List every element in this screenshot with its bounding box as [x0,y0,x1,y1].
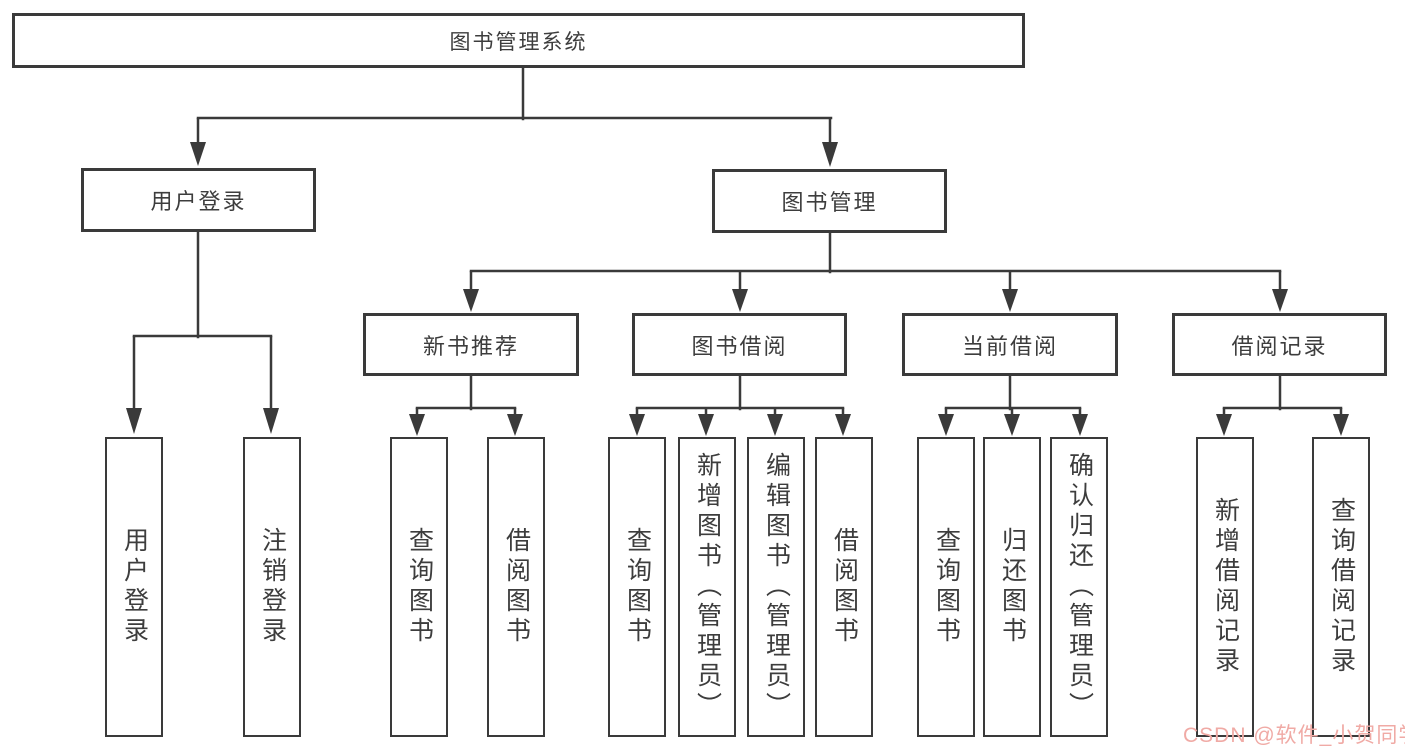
leaf-confirm-return-admin-label: 确认归还（管理员） [1065,452,1094,722]
node-book-management: 图书管理 [712,169,947,233]
node-root: 图书管理系统 [12,13,1025,68]
node-book-borrow-label: 图书借阅 [691,333,788,359]
node-current-borrow-label: 当前借阅 [961,333,1058,359]
leaf-logout: 注销登录 [243,437,301,737]
leaf-query-book-recommend: 查询图书 [390,437,448,737]
edge-borrow-record-to-leaves [1216,374,1349,436]
node-new-book-recommend-label: 新书推荐 [422,333,519,359]
edge-user-login-to-leaves [126,230,279,434]
node-borrow-record-label: 借阅记录 [1231,333,1328,359]
node-user-login-label: 用户登录 [150,189,247,214]
leaf-add-borrow-record: 新增借阅记录 [1196,437,1254,737]
edge-root-to-level2 [190,66,838,167]
leaf-query-book-borrow-label: 查询图书 [623,527,652,647]
leaf-add-borrow-record-label: 新增借阅记录 [1211,497,1240,677]
leaf-borrow-book-recommend-label: 借阅图书 [502,527,531,647]
leaf-borrow-book-recommend: 借阅图书 [487,437,545,737]
leaf-confirm-return-admin: 确认归还（管理员） [1050,437,1108,737]
leaf-return-book-label: 归还图书 [998,527,1027,647]
node-borrow-record: 借阅记录 [1172,313,1387,376]
leaf-query-book-current: 查询图书 [917,437,975,737]
leaf-borrow-book: 借阅图书 [815,437,873,737]
leaf-add-book-admin-label: 新增图书（管理员） [693,452,722,722]
edge-new-book-recommend-to-leaves [409,374,523,436]
node-user-login: 用户登录 [81,168,316,232]
node-book-borrow: 图书借阅 [632,313,847,376]
leaf-edit-book-admin: 编辑图书（管理员） [747,437,805,737]
node-new-book-recommend: 新书推荐 [363,313,579,376]
leaf-borrow-book-label: 借阅图书 [830,527,859,647]
leaf-user-login-label: 用户登录 [120,527,149,647]
leaf-return-book: 归还图书 [983,437,1041,737]
leaf-query-borrow-record: 查询借阅记录 [1312,437,1370,737]
leaf-query-book-recommend-label: 查询图书 [405,527,434,647]
leaf-query-book-current-label: 查询图书 [932,527,961,647]
node-book-management-label: 图书管理 [781,190,878,215]
leaf-query-borrow-record-label: 查询借阅记录 [1327,497,1356,677]
node-root-label: 图书管理系统 [449,30,588,54]
edge-book-management-to-level3 [463,231,1288,312]
leaf-query-book-borrow: 查询图书 [608,437,666,737]
edge-current-borrow-to-leaves [938,374,1088,436]
leaf-add-book-admin: 新增图书（管理员） [678,437,736,737]
edge-book-borrow-to-leaves [629,374,851,436]
csdn-watermark: CSDN @软件_小贺同学 [1183,724,1405,747]
node-current-borrow: 当前借阅 [902,313,1118,376]
leaf-logout-label: 注销登录 [258,527,287,647]
leaf-user-login: 用户登录 [105,437,163,737]
leaf-edit-book-admin-label: 编辑图书（管理员） [762,452,791,722]
